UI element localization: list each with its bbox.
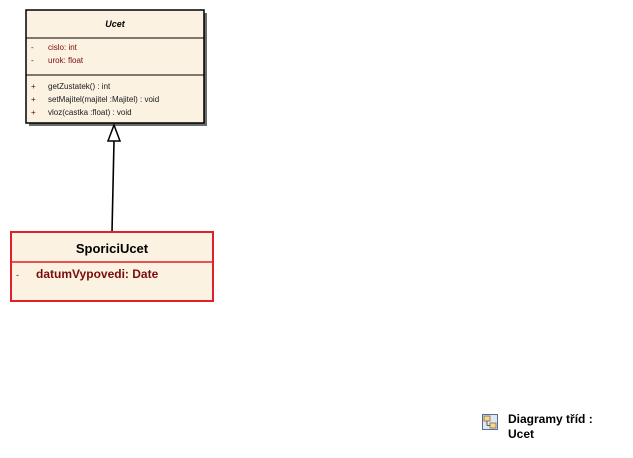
generalization-arrow[interactable] (106, 122, 122, 233)
operation-visibility: + (31, 82, 36, 91)
legend-label: Diagramy tříd : Ucet (508, 412, 593, 441)
operation-visibility: + (31, 95, 36, 104)
attribute-visibility: - (16, 270, 19, 280)
class-box (10, 231, 214, 302)
class-ucet[interactable]: Ucet - cislo: int - urok: float + getZus… (25, 9, 207, 126)
class-name: Ucet (105, 19, 126, 29)
connector-line (111, 140, 115, 233)
class-box (25, 9, 205, 124)
operation-visibility: + (31, 108, 36, 117)
class-name: SporiciUcet (76, 241, 149, 256)
operation-vloz: vloz(castka :float) : void (48, 108, 132, 117)
class-diagram-icon (482, 414, 498, 430)
diagram-legend: Diagramy tříd : Ucet (482, 412, 618, 442)
attribute-cislo: cislo: int (48, 43, 78, 52)
operation-setmajitel: setMajitel(majitel :Majitel) : void (48, 95, 159, 104)
attribute-datumvypovedi: datumVypovedi: Date (36, 267, 159, 281)
attribute-urok: urok: float (48, 56, 84, 65)
attribute-visibility: - (31, 43, 34, 52)
attribute-visibility: - (31, 56, 34, 65)
operation-getzustatek: getZustatek() : int (48, 82, 111, 91)
hollow-triangle-arrowhead (106, 122, 122, 142)
class-sporiciucet[interactable]: SporiciUcet - datumVypovedi: Date (10, 231, 214, 302)
